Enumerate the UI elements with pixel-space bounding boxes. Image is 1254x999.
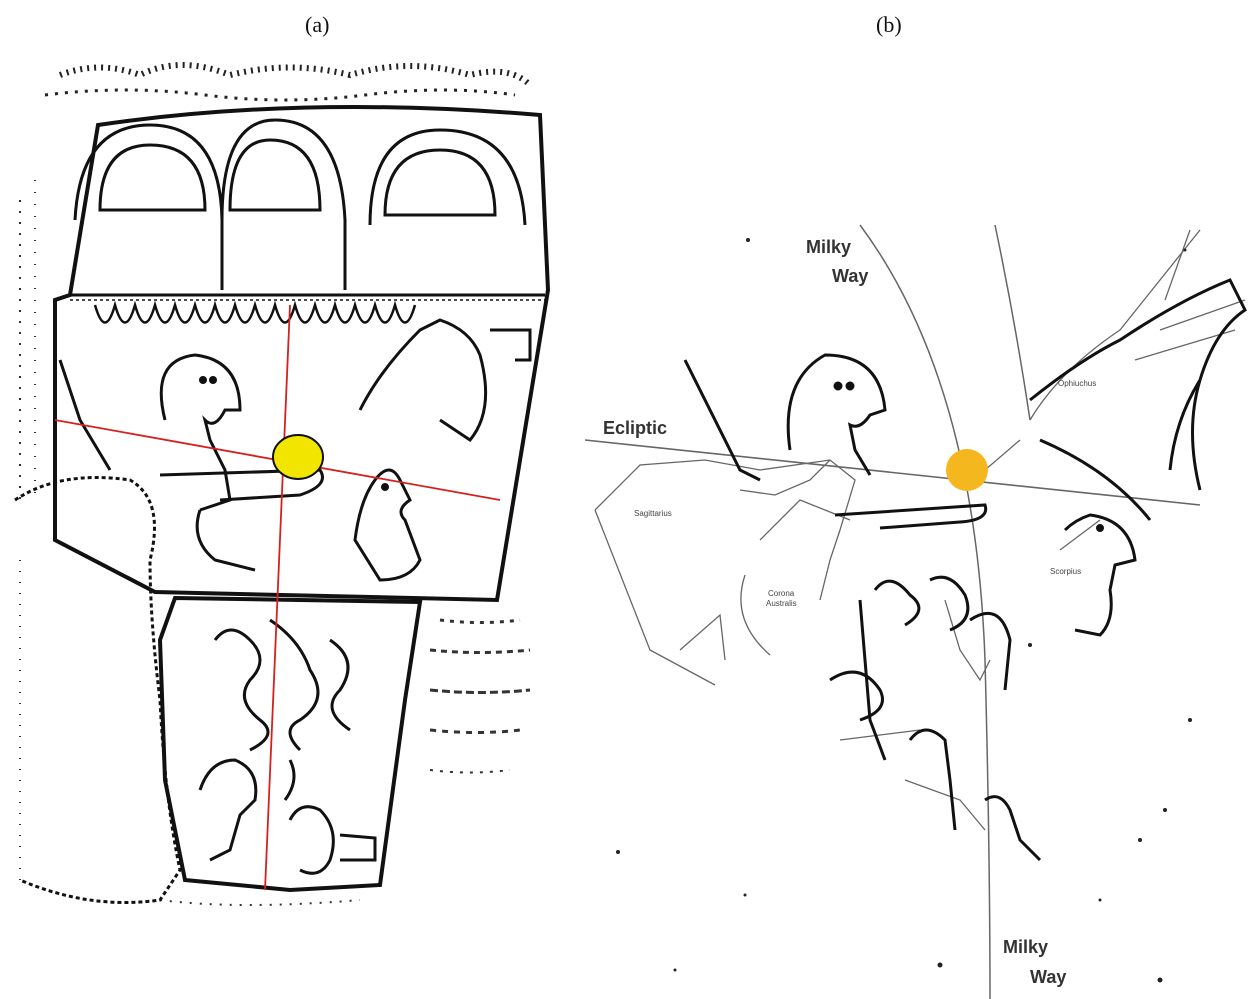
corona-australis-label-1: Corona (768, 589, 795, 598)
milky-way-top-label-1: Milky (806, 237, 851, 257)
milky-way-top-label-2: Way (832, 266, 868, 286)
ecliptic-line (585, 440, 1200, 505)
ecliptic-label: Ecliptic (603, 418, 667, 438)
milky-way-boundary (860, 225, 1030, 999)
sky-figure-overlays (685, 280, 1245, 860)
ophiuchus-label: Ophiuchus (1058, 379, 1096, 388)
corona-australis-label-2: Australis (766, 599, 797, 608)
corona-australis-arc (741, 575, 770, 655)
sun-marker-b (946, 449, 988, 491)
milky-way-bottom-label-1: Milky (1003, 937, 1048, 957)
sagittarius-label: Sagittarius (634, 509, 672, 518)
scorpius-label: Scorpius (1050, 567, 1081, 576)
constellation-lines (595, 230, 1245, 830)
stars (616, 238, 1192, 983)
milky-way-bottom-label-2: Way (1030, 967, 1066, 987)
